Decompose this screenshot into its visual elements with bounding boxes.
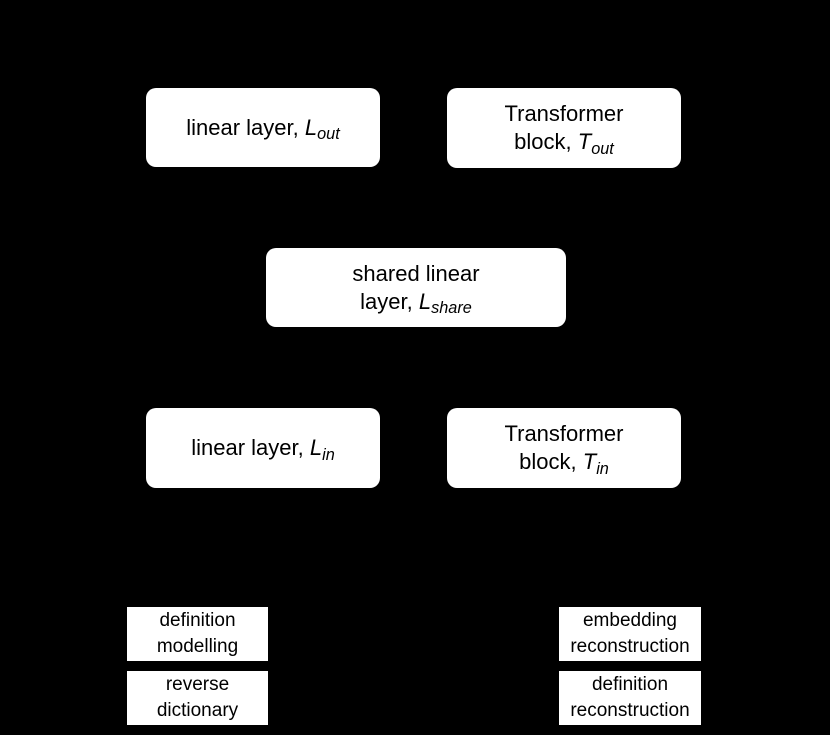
embedding-reconstruction-line2: reconstruction xyxy=(570,636,690,657)
linear-layer-out-label: linear layer, Lout xyxy=(186,114,340,144)
transformer-out-line1: Transformer xyxy=(504,101,624,126)
transformer-out-text: block, xyxy=(514,129,578,154)
linear-layer-in-text: linear layer, xyxy=(191,435,310,460)
subscript-share: share xyxy=(431,299,472,318)
transformer-in-text: block, xyxy=(519,449,583,474)
linear-layer-in-box: linear layer, Lin xyxy=(146,408,380,488)
transformer-in-line1: Transformer xyxy=(504,421,624,446)
embedding-reconstruction-label: embedding reconstruction xyxy=(559,607,701,661)
definition-modelling-line2: modelling xyxy=(156,636,239,657)
shared-linear-line2: layer, Lshare xyxy=(360,288,472,318)
definition-reconstruction-line1: definition xyxy=(591,674,669,695)
subscript-in-2: in xyxy=(596,459,609,478)
definition-reconstruction-line2: reconstruction xyxy=(570,700,690,721)
subscript-out: out xyxy=(317,125,340,144)
linear-layer-out-text: linear layer, xyxy=(186,114,305,140)
subscript-out-2: out xyxy=(591,139,614,158)
definition-modelling-line1: definition xyxy=(159,610,236,631)
reverse-dictionary-label: reverse dictionary xyxy=(127,671,268,725)
definition-reconstruction-label: definition reconstruction xyxy=(559,671,701,725)
definition-modelling-label: definition modelling xyxy=(127,607,268,661)
linear-layer-in-label: linear layer, Lin xyxy=(191,434,335,464)
linear-layer-out-box: linear layer, Lout xyxy=(146,88,380,167)
var-L-in: L xyxy=(309,435,323,460)
shared-linear-text: layer, xyxy=(360,288,419,314)
reverse-dictionary-line1: reverse xyxy=(165,674,230,695)
embedding-reconstruction-line1: embedding xyxy=(582,610,678,631)
shared-linear-line1: shared linear xyxy=(352,260,480,286)
shared-linear-layer-box: shared linear layer, Lshare xyxy=(266,248,566,327)
subscript-in: in xyxy=(322,445,335,464)
transformer-block-in-box: Transformer block, Tin xyxy=(447,408,681,488)
transformer-block-out-box: Transformer block, Tout xyxy=(447,88,681,168)
transformer-out-line2: block, Tout xyxy=(514,128,614,158)
var-L-out: L xyxy=(304,114,318,140)
var-L-share: L xyxy=(418,288,432,314)
transformer-in-line2: block, Tin xyxy=(519,448,609,478)
var-T-out: T xyxy=(577,129,592,154)
reverse-dictionary-line2: dictionary xyxy=(156,700,239,721)
var-T-in: T xyxy=(582,449,597,474)
